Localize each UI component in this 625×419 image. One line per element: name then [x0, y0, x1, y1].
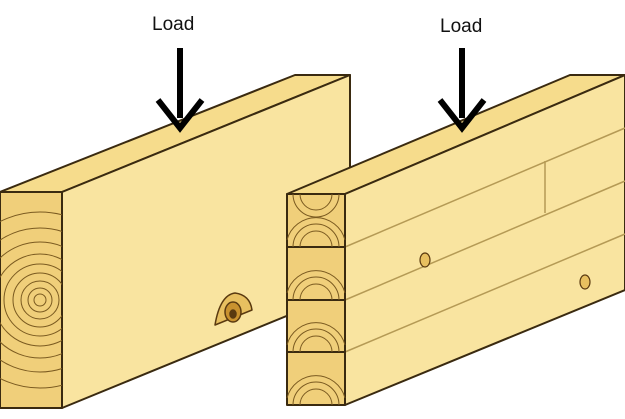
lamination-lines	[344, 127, 625, 353]
solid-beam-end-face	[0, 191, 63, 409]
glulam-end-face	[286, 193, 346, 406]
solid-beam	[0, 74, 351, 409]
lamination-rings-icon	[286, 193, 346, 406]
knot-icon	[419, 252, 591, 290]
knot-icon	[214, 292, 253, 326]
growth-rings-icon	[0, 211, 62, 389]
load-arrow-left	[155, 48, 205, 133]
load-label-left: Load	[152, 14, 195, 35]
load-label-right: Load	[440, 16, 483, 37]
load-arrow-right	[437, 48, 487, 133]
